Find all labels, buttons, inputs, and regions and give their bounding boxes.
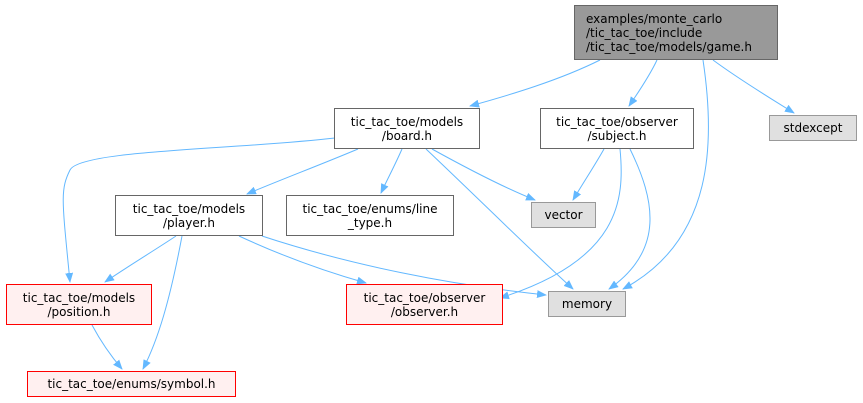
node-label-line: /position.h [47, 304, 111, 319]
node-label-line: tic_tac_toe/models [132, 201, 246, 216]
node-label-line: examples/monte_carlo [586, 11, 723, 26]
edge-game-to-board [469, 59, 601, 108]
node-player-h[interactable]: tic_tac_toe/models /player.h [115, 195, 263, 236]
node-label-line: tic_tac_toe/enums/line [302, 201, 438, 216]
edge-board-to-position [62, 137, 336, 283]
edge-board-to-vector [431, 148, 536, 201]
node-label-line: tic_tac_toe/enums/symbol.h [47, 377, 216, 391]
node-label-line: tic_tac_toe/models [22, 290, 136, 305]
node-symbol-h: tic_tac_toe/enums/symbol.h [27, 371, 236, 397]
node-line-type-h[interactable]: tic_tac_toe/enums/line _type.h [286, 195, 454, 236]
edge-subject-to-vector [572, 148, 605, 201]
edge-game-to-memory [622, 59, 709, 290]
node-label-line: tic_tac_toe/models [350, 114, 464, 129]
node-label-line: tic_tac_toe/observer [363, 290, 486, 305]
edge-subject-to-memory [608, 148, 651, 290]
node-label-line: /tic_tac_toe/models/game.h [586, 39, 752, 54]
node-label-line: tic_tac_toe/observer [556, 114, 678, 129]
node-label-line: /subject.h [587, 128, 647, 143]
edge-game-to-subject [628, 59, 658, 107]
node-observer-h: tic_tac_toe/observer /observer.h [346, 284, 503, 325]
node-label-line: vector [544, 208, 583, 222]
edge-player-to-observer [238, 235, 367, 285]
node-board-h[interactable]: tic_tac_toe/models /board.h [334, 108, 480, 149]
edge-board-to-player [246, 148, 359, 195]
edge-game-to-stdexcept [712, 59, 795, 114]
node-position-h: tic_tac_toe/models /position.h [6, 284, 152, 325]
node-label-line: /player.h [162, 215, 216, 230]
node-label-line: _type.h [347, 215, 393, 230]
node-label-line: memory [561, 297, 613, 311]
node-memory: memory [548, 291, 626, 317]
edge-subject-to-observer [499, 148, 622, 300]
node-stdexcept: stdexcept [769, 115, 857, 141]
node-label-line: /observer.h [390, 304, 459, 319]
edge-player-to-memory [261, 235, 547, 299]
node-label-line: stdexcept [783, 121, 843, 135]
edge-player-to-position [104, 235, 177, 283]
node-vector: vector [531, 202, 596, 228]
node-label-line: /tic_tac_toe/include [586, 25, 703, 40]
edge-player-to-symbol [142, 235, 183, 370]
edge-board-to-line_type [380, 148, 403, 194]
node-subject-h[interactable]: tic_tac_toe/observer /subject.h [540, 108, 694, 149]
node-game-h: examples/monte_carlo /tic_tac_toe/includ… [574, 5, 778, 60]
node-label-line: /board.h [381, 128, 433, 143]
edge-position-to-symbol [91, 324, 123, 370]
